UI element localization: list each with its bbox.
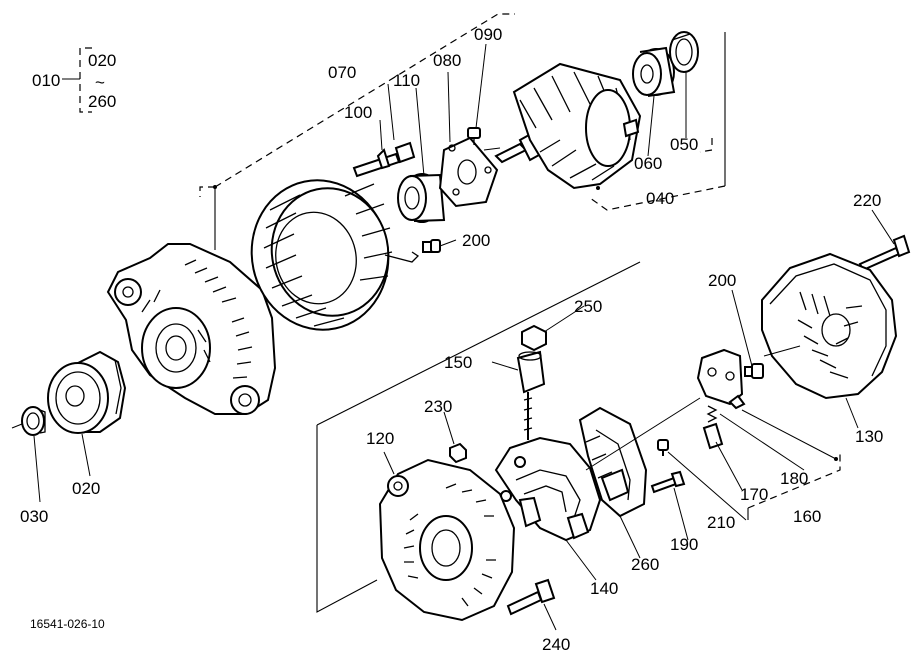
retainer-plate-080-part (438, 136, 499, 208)
stud-100-part (352, 141, 416, 178)
group-frame-040 (589, 32, 726, 211)
screw-090-part (467, 127, 481, 145)
rear-housing-120-part (378, 458, 516, 622)
callout-010: 010 (32, 71, 60, 90)
stator-part (250, 179, 420, 331)
rectifier-140-part (494, 436, 602, 542)
callout-260-lower: 260 (631, 555, 659, 574)
screw-200b-part (744, 363, 764, 379)
callout-090: 090 (474, 25, 502, 44)
pulley-020-part (47, 350, 127, 434)
figure-id: 16541-026-10 (30, 617, 105, 631)
callout-220: 220 (853, 191, 881, 210)
bolt-220-part (858, 234, 911, 272)
nut-030-part (11, 406, 46, 436)
callout-140: 140 (590, 579, 618, 598)
callout-210: 210 (707, 513, 735, 532)
group-frame-lower (316, 261, 841, 613)
callout-100: 100 (344, 103, 372, 122)
nut-250-part (521, 324, 547, 352)
callout-260-top: 260 (88, 92, 116, 111)
callout-080: 080 (433, 51, 461, 70)
nut-230-part (449, 442, 467, 464)
callout-020-top: 020 (88, 51, 116, 70)
assembly-bracket-010 (62, 47, 92, 113)
bearing-060-part (632, 46, 676, 97)
callout-170: 170 (740, 485, 768, 504)
callout-070: 070 (328, 63, 356, 82)
range-tilde: ~ (95, 73, 105, 92)
screw-190-part (650, 470, 686, 494)
callout-180: 180 (780, 469, 808, 488)
callout-060: 060 (634, 154, 662, 173)
regulator-260-part (578, 406, 648, 518)
callout-050: 050 (670, 135, 698, 154)
callout-150: 150 (444, 353, 472, 372)
callout-030: 030 (20, 507, 48, 526)
group-frame-070 (199, 13, 515, 250)
callout-250: 250 (574, 297, 602, 316)
callout-200-upper: 200 (462, 231, 490, 250)
callout-160: 160 (793, 507, 821, 526)
callout-200-lower: 200 (708, 271, 736, 290)
bolt-240-part (506, 578, 556, 616)
callout-120: 120 (366, 429, 394, 448)
callout-240: 240 (542, 635, 570, 654)
terminal-150-part (516, 350, 546, 440)
rotor-040-part (494, 62, 642, 190)
drive-end-housing-part (106, 243, 277, 415)
screw-210-part (657, 439, 669, 456)
cover-050-part (669, 31, 699, 73)
callout-040: 040 (646, 189, 674, 208)
callout-130: 130 (855, 427, 883, 446)
rear-cover-130-part (761, 252, 898, 400)
leader-lines (33, 43, 895, 631)
bearing-110-part (397, 173, 446, 223)
callout-020-lower: 020 (72, 479, 100, 498)
callout-110: 110 (393, 71, 420, 90)
screw-200a-part (422, 239, 441, 253)
callout-labels: 010 020 ~ 260 070 080 090 100 110 200 06… (20, 25, 883, 654)
brush-holder-180-part (696, 348, 746, 410)
callout-190: 190 (670, 535, 698, 554)
spring-170-part (702, 405, 724, 450)
callout-230: 230 (424, 397, 452, 416)
